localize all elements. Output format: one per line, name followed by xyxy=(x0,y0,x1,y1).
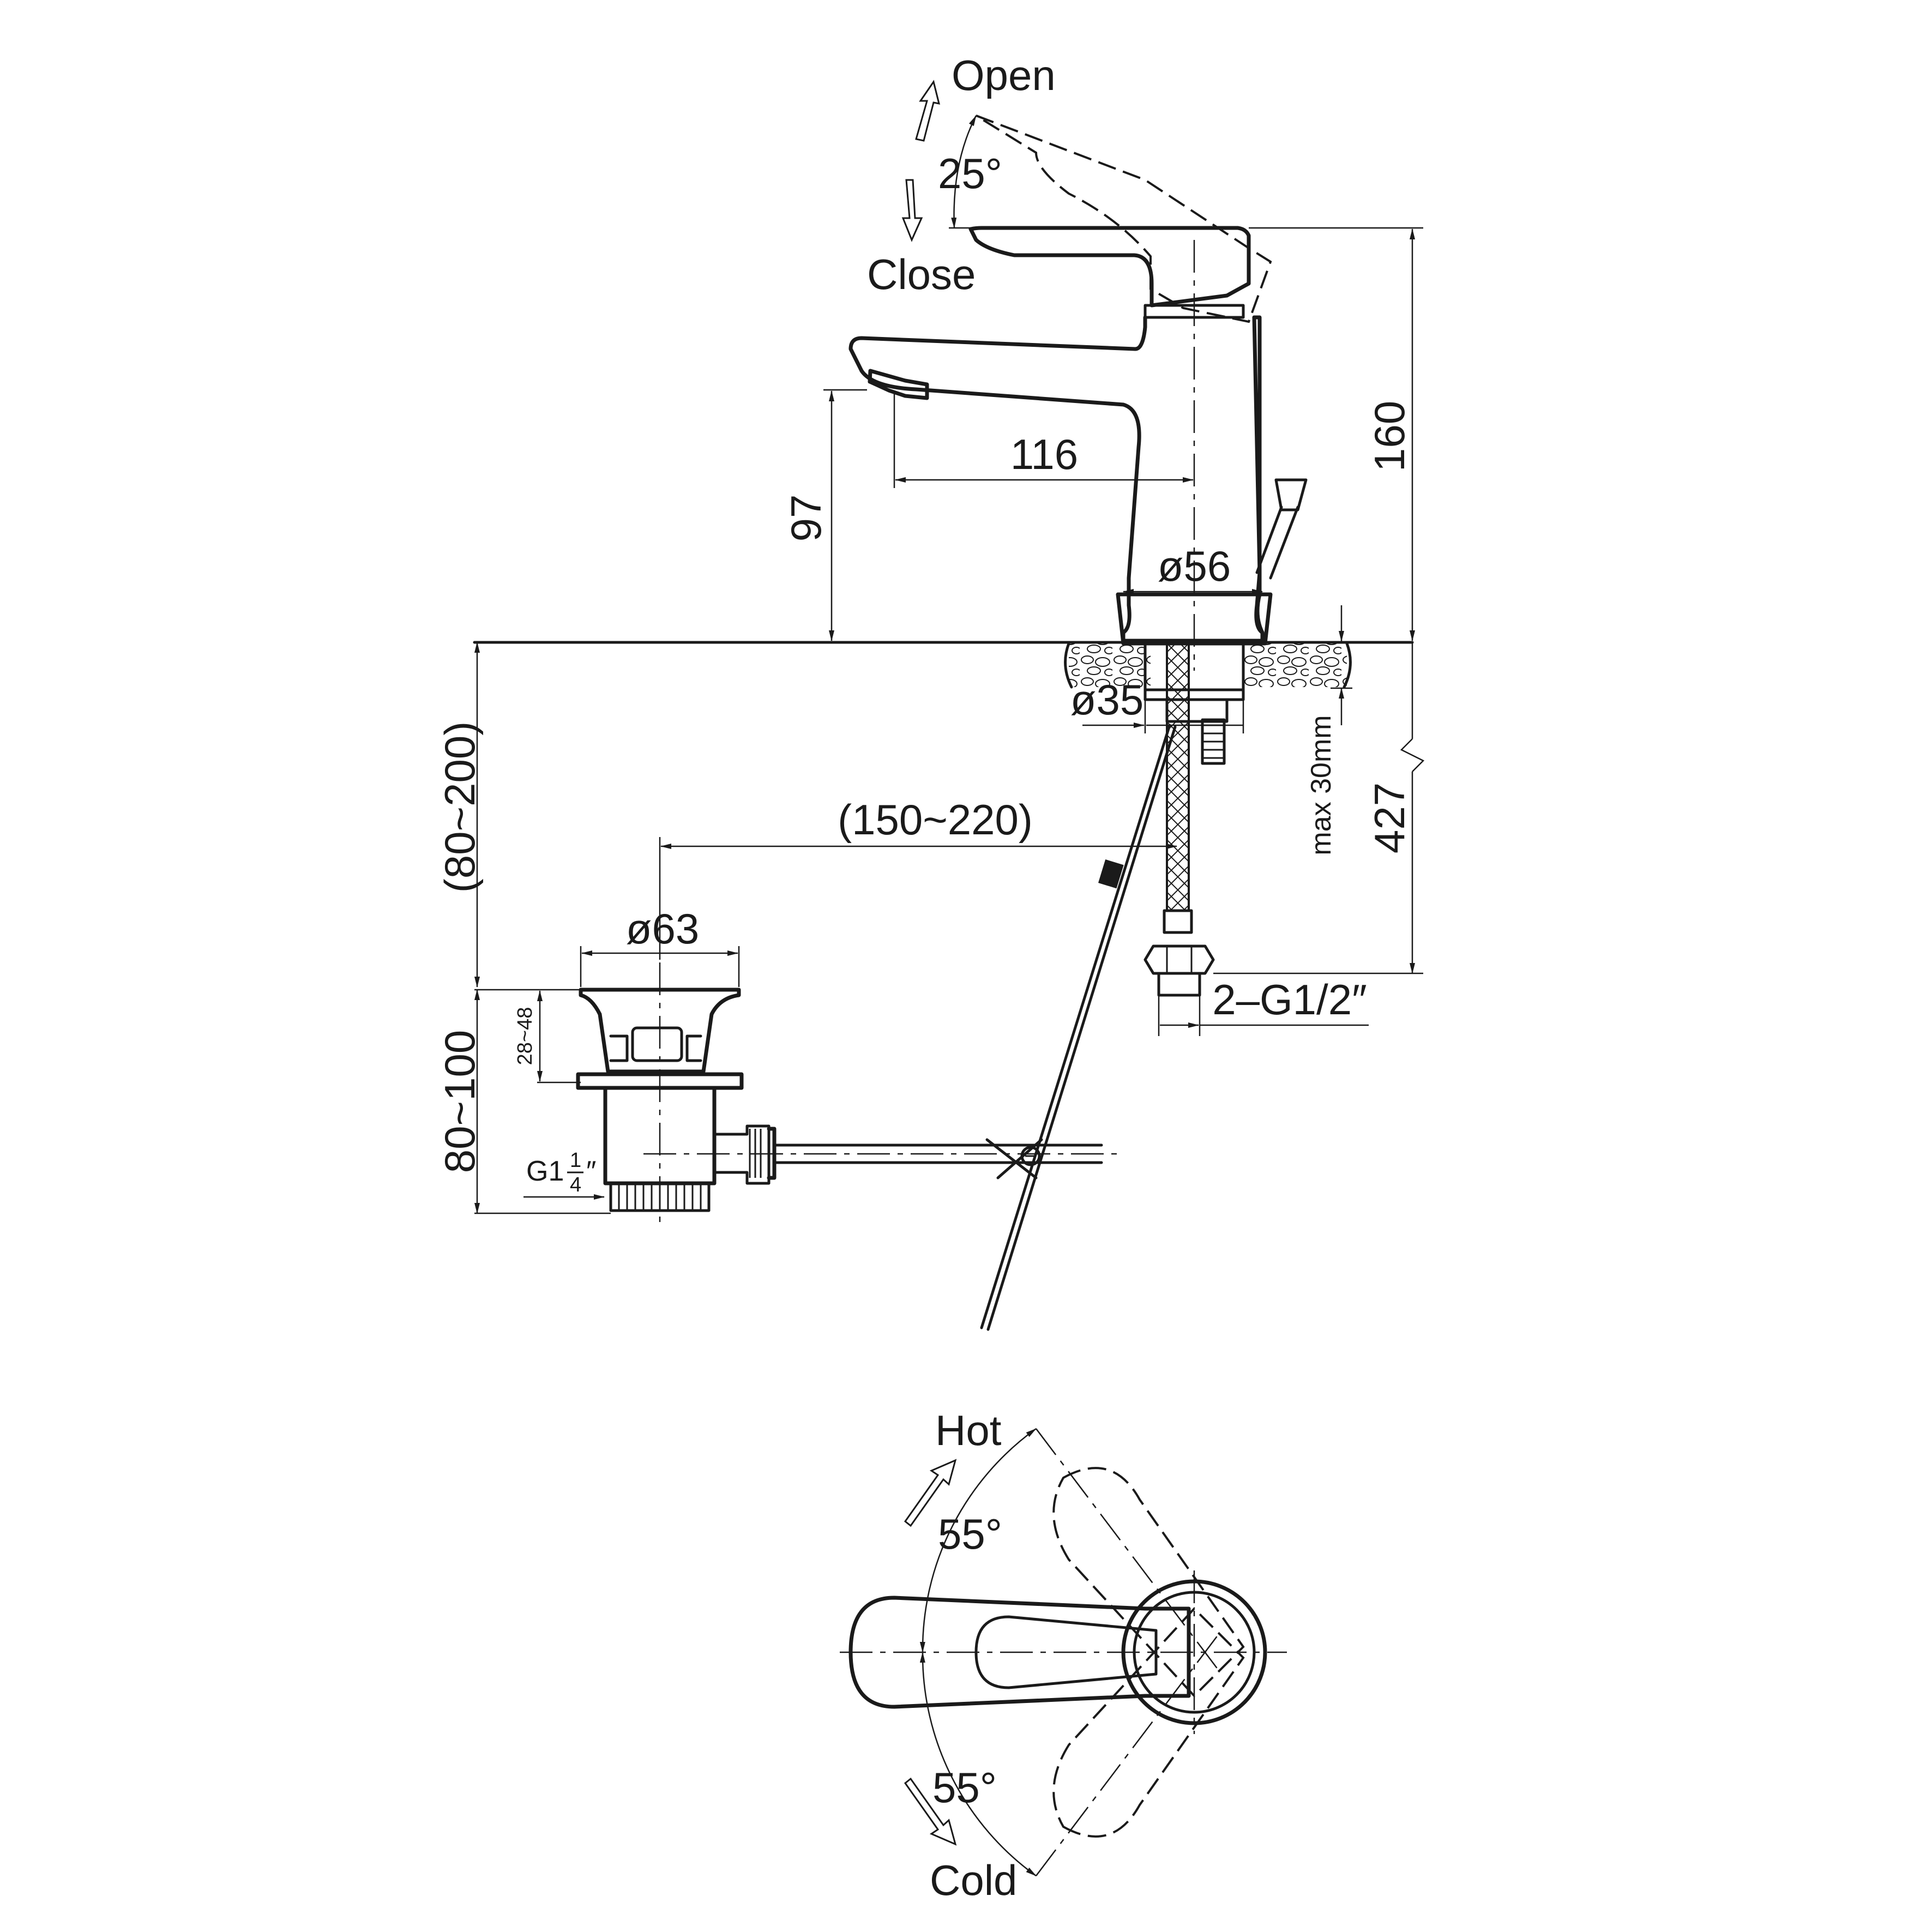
countertop xyxy=(473,641,1414,689)
hot-arrow-icon xyxy=(904,1459,957,1527)
dim-max30-label: max 30mm xyxy=(1305,715,1337,855)
gravel-left xyxy=(1069,643,1151,687)
top-lever-cold xyxy=(1052,1607,1245,1838)
faucet-body xyxy=(848,315,1265,643)
aerator xyxy=(868,369,929,400)
close-arrow-icon xyxy=(901,179,923,242)
dim-d63-label: ø63 xyxy=(626,905,699,953)
waste-overflow-slot xyxy=(631,1026,683,1062)
open-close-annotation: Open Close 25° xyxy=(867,51,1056,298)
open-label: Open xyxy=(952,51,1056,99)
braided-hose xyxy=(1166,642,1190,912)
hose-nut xyxy=(1143,944,1215,975)
clamp-screw-icon xyxy=(1020,1146,1041,1166)
waste-nut-plate xyxy=(576,1072,744,1090)
gravel-right xyxy=(1243,643,1347,687)
linkage-rod-a xyxy=(980,724,1171,1329)
cold-label: Cold xyxy=(930,1856,1017,1904)
hot-label: Hot xyxy=(935,1406,1002,1454)
hot-angle-label: 55° xyxy=(938,1510,1002,1558)
linkage-clip xyxy=(1098,859,1124,889)
dim-thread-hose-label: 2–G1/2″ xyxy=(1212,976,1367,1024)
dim-427-label: 427 xyxy=(1365,783,1413,853)
dim-80-200-label: (80~200) xyxy=(436,721,484,893)
faucet-top-view: 55° 55° Hot Cold xyxy=(840,1406,1287,1904)
hose-ferrule xyxy=(1163,909,1193,934)
dim-d56-label: ø56 xyxy=(1158,542,1231,590)
linkage-rod-b xyxy=(986,725,1177,1331)
thread-frac-den: 4 xyxy=(570,1173,581,1196)
thread-waste-label: G1 xyxy=(526,1155,564,1187)
lever-closed xyxy=(968,226,1251,308)
washer xyxy=(1143,688,1245,701)
under-counter-fixing xyxy=(1143,642,1245,997)
popup-rod xyxy=(1255,478,1308,580)
dim-160-label: 160 xyxy=(1365,401,1413,472)
dim-80-100-label: 80~100 xyxy=(436,1030,484,1173)
fixing-stud-block xyxy=(1143,642,1245,691)
cold-arrow-icon xyxy=(904,1777,957,1846)
popup-linkage xyxy=(643,724,1177,1331)
lever-angle-label: 25° xyxy=(938,149,1002,197)
dim-97-label: 97 xyxy=(782,495,830,542)
dim-28-48-label: 28~48 xyxy=(514,1007,537,1066)
thread-frac-num: 1 xyxy=(570,1149,581,1172)
popup-waste xyxy=(576,962,777,1224)
waste-side-port xyxy=(713,1124,771,1185)
cold-angle-label: 55° xyxy=(932,1764,997,1811)
dim-116-label: 116 xyxy=(1010,430,1078,478)
cartridge-cap xyxy=(1143,304,1245,319)
rod-clamp xyxy=(985,1138,1043,1179)
dim-d35-label: ø35 xyxy=(1070,676,1143,724)
top-lever xyxy=(848,1596,1191,1709)
top-lever-hot xyxy=(1052,1467,1245,1698)
waste-flange xyxy=(579,988,741,1074)
faucet-side-view xyxy=(848,115,1308,671)
close-label: Close xyxy=(867,250,976,298)
thread-inch-mark: ″ xyxy=(586,1155,596,1187)
lever-open xyxy=(975,115,1272,323)
dimensions: 160 116 97 ø56 ø35 max 30mm 427 xyxy=(436,227,1425,1214)
hose-thread xyxy=(1157,972,1201,997)
open-arrow-icon xyxy=(915,80,941,142)
dim-150-220-label: (150~220) xyxy=(838,796,1033,844)
